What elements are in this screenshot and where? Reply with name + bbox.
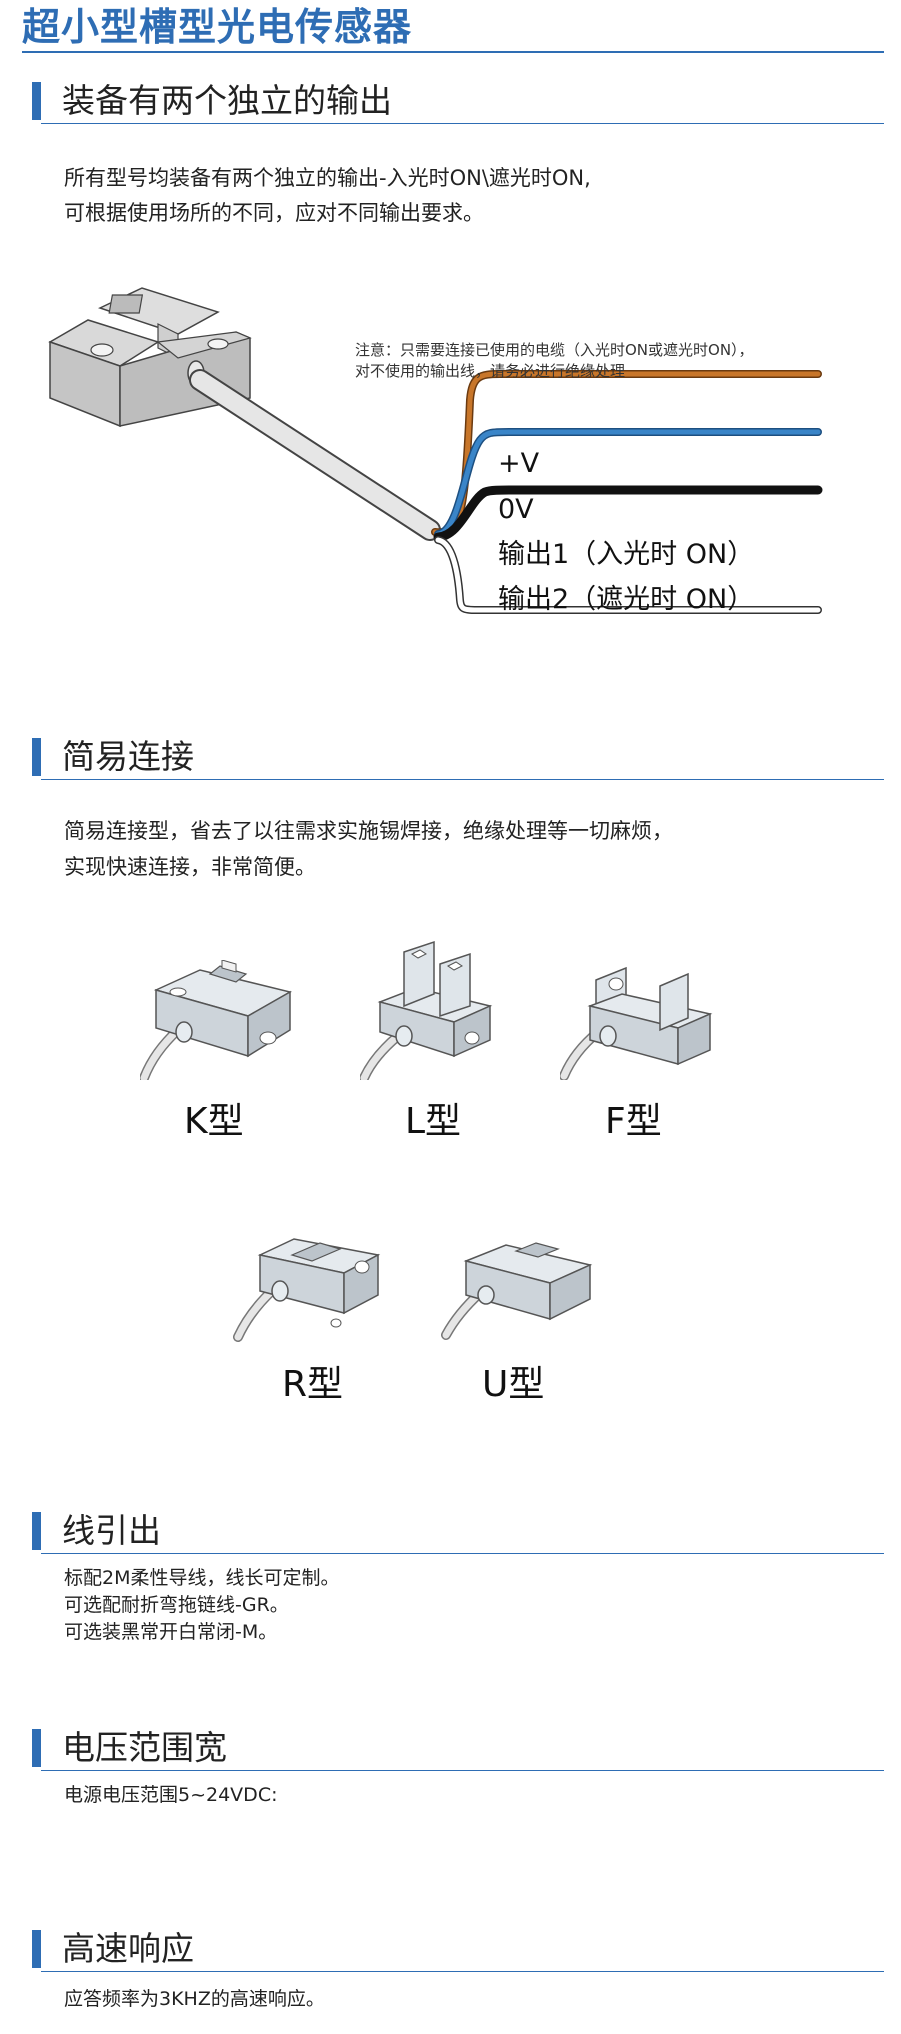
sensor-u-type-illustration	[440, 1235, 600, 1345]
easy-connect-text-line-1: 简易连接型，省去了以往需求实施锡焊接，绝缘处理等一切麻烦，	[64, 819, 673, 843]
sensor-k-type-illustration	[139, 959, 300, 1083]
sensor-type-u-label: U型	[482, 1364, 545, 1405]
sensor-r-type-illustration	[230, 1225, 390, 1345]
section-heading-voltage: 电压范围宽	[32, 1727, 884, 1771]
response-text-line-1: 应答频率为3KHZ的高速响应。	[64, 1988, 325, 2010]
heading-bar	[32, 1512, 41, 1550]
heading-rule	[41, 778, 884, 780]
section-heading-cable: 线引出	[32, 1510, 884, 1554]
heading-rule	[41, 1769, 884, 1771]
cable-text-line-2: 可选配耐折弯拖链线-GR。	[64, 1594, 289, 1616]
wire-label-plus-v: +V	[498, 448, 540, 479]
heading-rule	[41, 1552, 884, 1554]
heading-label: 高速响应	[62, 1929, 194, 1968]
sensor-type-k-label: K型	[184, 1101, 244, 1142]
section-heading-response: 高速响应	[32, 1928, 884, 1972]
heading-rule	[41, 1970, 884, 1972]
wiring-note-line-1: 注意：只需要连接已使用的电缆（入光时ON或遮光时ON），	[355, 341, 754, 359]
heading-bar	[32, 82, 41, 120]
heading-label: 电压范围宽	[62, 1728, 227, 1767]
page-title: 超小型槽型光电传感器	[22, 5, 413, 49]
cable-illustration	[189, 369, 441, 541]
sensor-type-f-label: F型	[605, 1101, 662, 1142]
cable-text-line-1: 标配2M柔性导线，线长可定制。	[64, 1567, 340, 1589]
wiring-note-line-2: 对不使用的输出线，请务必进行绝缘处理	[355, 362, 626, 380]
heading-rule	[41, 122, 884, 124]
wire-bundle	[431, 370, 823, 614]
heading-label: 装备有两个独立的输出	[62, 81, 392, 120]
sensor-type-l-label: L型	[405, 1101, 462, 1142]
outputs-text-line-2: 可根据使用场所的不同，应对不同输出要求。	[64, 201, 484, 225]
heading-bar	[32, 1930, 41, 1968]
title-divider	[22, 51, 884, 53]
sensor-type-r-label: R型	[282, 1364, 344, 1405]
heading-label: 简易连接	[62, 737, 194, 776]
heading-label: 线引出	[62, 1511, 161, 1550]
wire-label-output-1: 输出1（入光时 ON）	[498, 539, 755, 570]
sensor-l-type-illustration	[359, 940, 520, 1083]
section-heading-easy-connect: 简易连接	[32, 736, 884, 780]
sensor-f-type-illustration	[559, 960, 720, 1081]
wire-label-output-2: 输出2（遮光时 ON）	[498, 584, 755, 615]
section-heading-outputs: 装备有两个独立的输出	[32, 80, 884, 124]
heading-bar	[32, 1729, 41, 1767]
easy-connect-text-line-2: 实现快速连接，非常简便。	[64, 855, 316, 879]
wiring-diagram	[40, 280, 830, 650]
wire-label-0v: 0V	[498, 494, 534, 525]
wiring-diagram-graphic	[48, 287, 823, 614]
voltage-text-line-1: 电源电压范围5~24VDC:	[64, 1784, 278, 1806]
heading-bar	[32, 738, 41, 776]
cable-text-line-3: 可选装黑常开白常闭-M。	[64, 1621, 278, 1643]
outputs-text-line-1: 所有型号均装备有两个独立的输出-入光时ON\遮光时ON,	[64, 166, 591, 190]
